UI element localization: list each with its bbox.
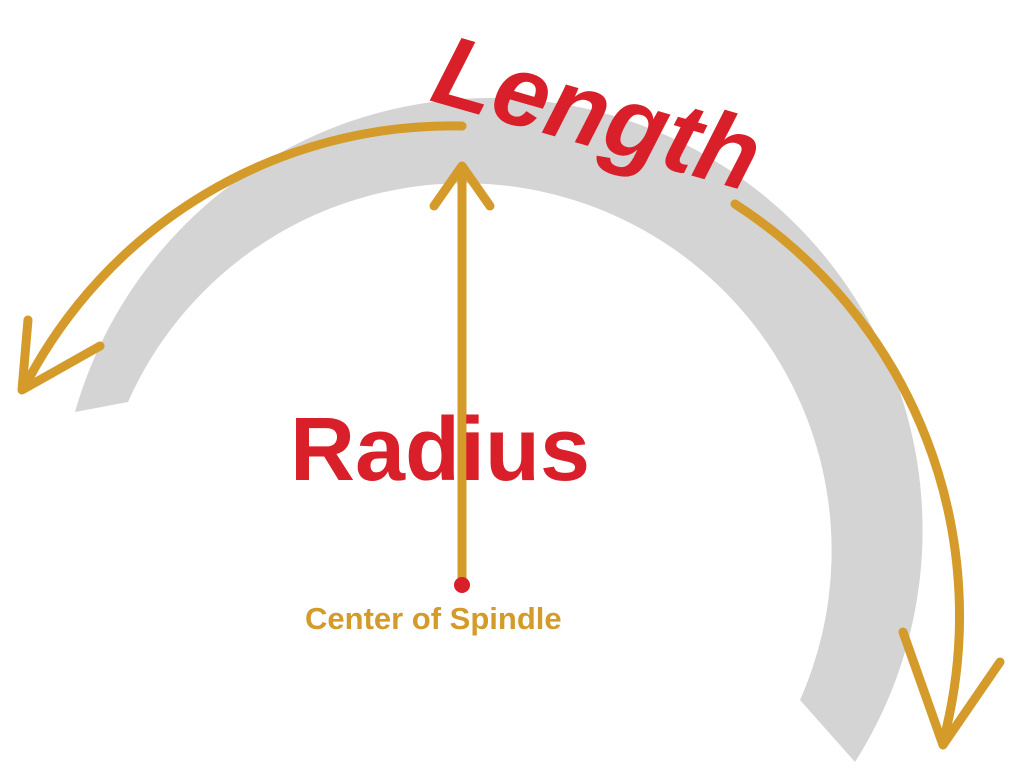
length-arrow-left-icon bbox=[17, 121, 467, 395]
spindle-center-dot bbox=[454, 577, 470, 593]
length-arrow-right-icon bbox=[730, 199, 1005, 750]
radius-label: Radius bbox=[290, 400, 590, 500]
radius-arrow-icon bbox=[429, 161, 495, 585]
center-of-spindle-label: Center of Spindle bbox=[305, 601, 562, 636]
spool-arc-band bbox=[75, 98, 923, 762]
